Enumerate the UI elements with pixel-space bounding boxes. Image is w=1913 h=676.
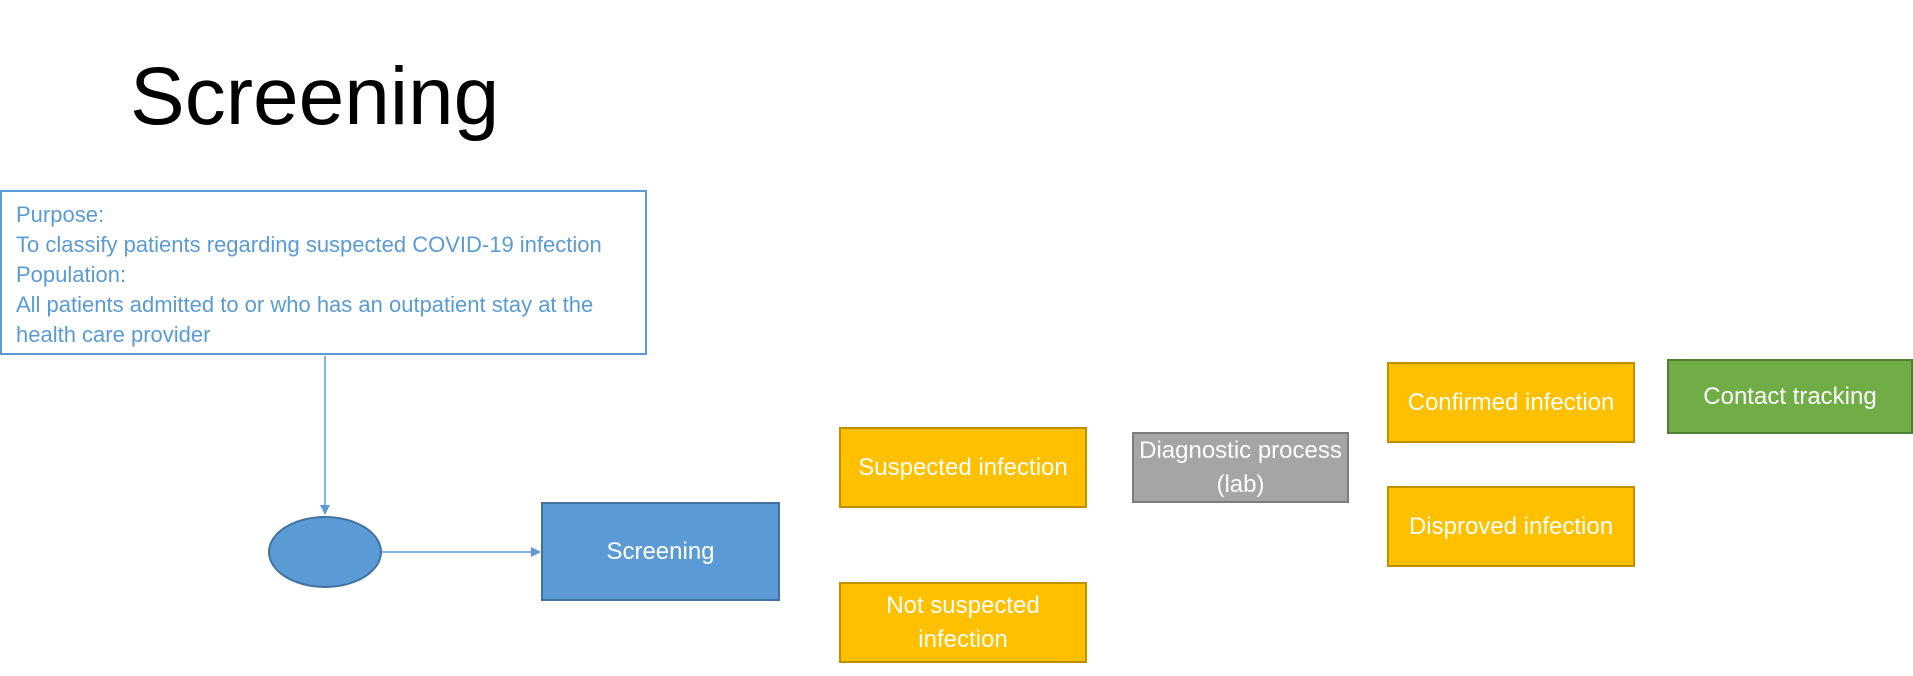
purpose-text: To classify patients regarding suspected… xyxy=(16,232,602,257)
not-suspected-infection-node: Not suspected infection xyxy=(839,582,1087,663)
purpose-heading: Purpose: xyxy=(16,202,105,227)
purpose-box: Purpose: To classify patients regarding … xyxy=(0,190,647,355)
population-text: All patients admitted to or who has an o… xyxy=(16,292,594,347)
confirmed-infection-node: Confirmed infection xyxy=(1387,362,1635,443)
screening-node: Screening xyxy=(541,502,780,601)
diagnostic-process-node: Diagnostic process (lab) xyxy=(1132,432,1349,503)
suspected-infection-node: Suspected infection xyxy=(839,427,1087,508)
disproved-infection-node: Disproved infection xyxy=(1387,486,1635,567)
population-heading: Population: xyxy=(16,262,127,287)
page-title: Screening xyxy=(130,51,500,142)
start-node xyxy=(268,516,382,588)
contact-tracking-node: Contact tracking xyxy=(1667,359,1913,434)
